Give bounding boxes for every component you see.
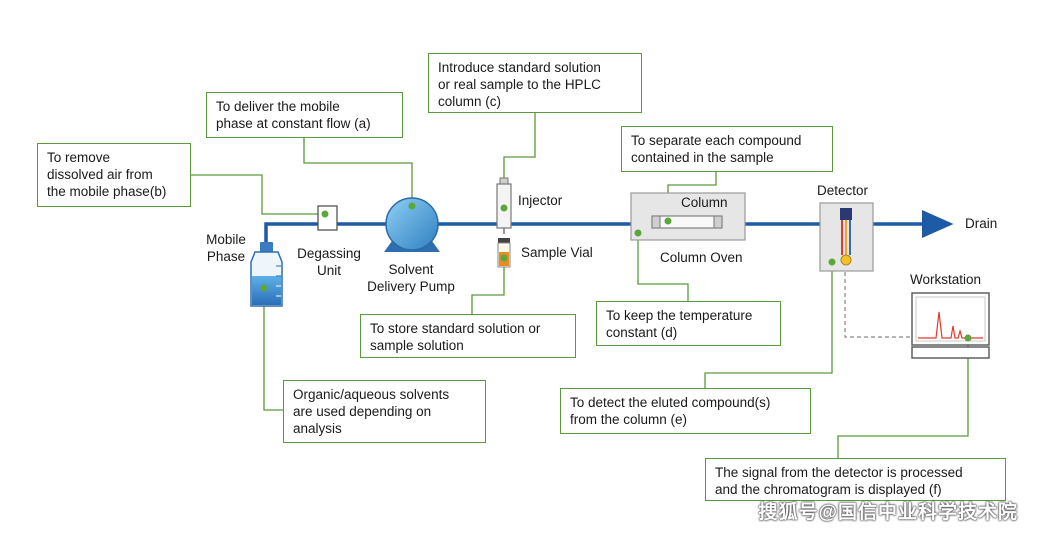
detector-label: Detector xyxy=(817,183,869,198)
callout-column: To separate each compound contained in t… xyxy=(621,126,833,172)
pump-icon xyxy=(384,197,440,252)
callout-pump: To deliver the mobile phase at constant … xyxy=(206,92,403,138)
callout-workstation: The signal from the detector is processe… xyxy=(705,458,1006,501)
injector-label: Injector xyxy=(518,193,563,208)
degassing-unit-label: Degassing Unit xyxy=(297,246,361,278)
watermark: 搜狐号@国信中业科学技术院 xyxy=(758,502,1018,523)
column-label: Column xyxy=(681,195,728,210)
callout-vial: To store standard solution or sample sol… xyxy=(360,314,576,358)
workstation-label: Workstation xyxy=(910,272,982,287)
signal-lines xyxy=(844,272,912,338)
mobile-phase-label: Mobile Phase xyxy=(206,232,246,264)
workstation-icon xyxy=(911,292,990,359)
sample-vial-icon xyxy=(497,238,511,268)
drain-label: Drain xyxy=(965,216,998,231)
callout-detector: To detect the eluted compound(s) from th… xyxy=(560,388,811,434)
callout-degassing: To remove dissolved air from the mobile … xyxy=(37,143,191,207)
callout-solvent: Organic/aqueous solvents are used depend… xyxy=(283,380,486,443)
column-oven-icon xyxy=(630,192,746,241)
sample-vial-label: Sample Vial xyxy=(521,245,593,260)
pump-label: Solvent Delivery Pump xyxy=(367,262,455,294)
detector-icon xyxy=(819,202,874,272)
degassing-unit-icon xyxy=(317,205,338,231)
leader-dots xyxy=(260,202,972,342)
callout-injector: Introduce standard solution or real samp… xyxy=(428,53,642,113)
leader-lines xyxy=(191,113,969,458)
mobile-phase-bottle-icon xyxy=(250,242,283,307)
callout-oven: To keep the temperature constant (d) xyxy=(596,301,781,346)
column-oven-label: Column Oven xyxy=(660,250,743,265)
